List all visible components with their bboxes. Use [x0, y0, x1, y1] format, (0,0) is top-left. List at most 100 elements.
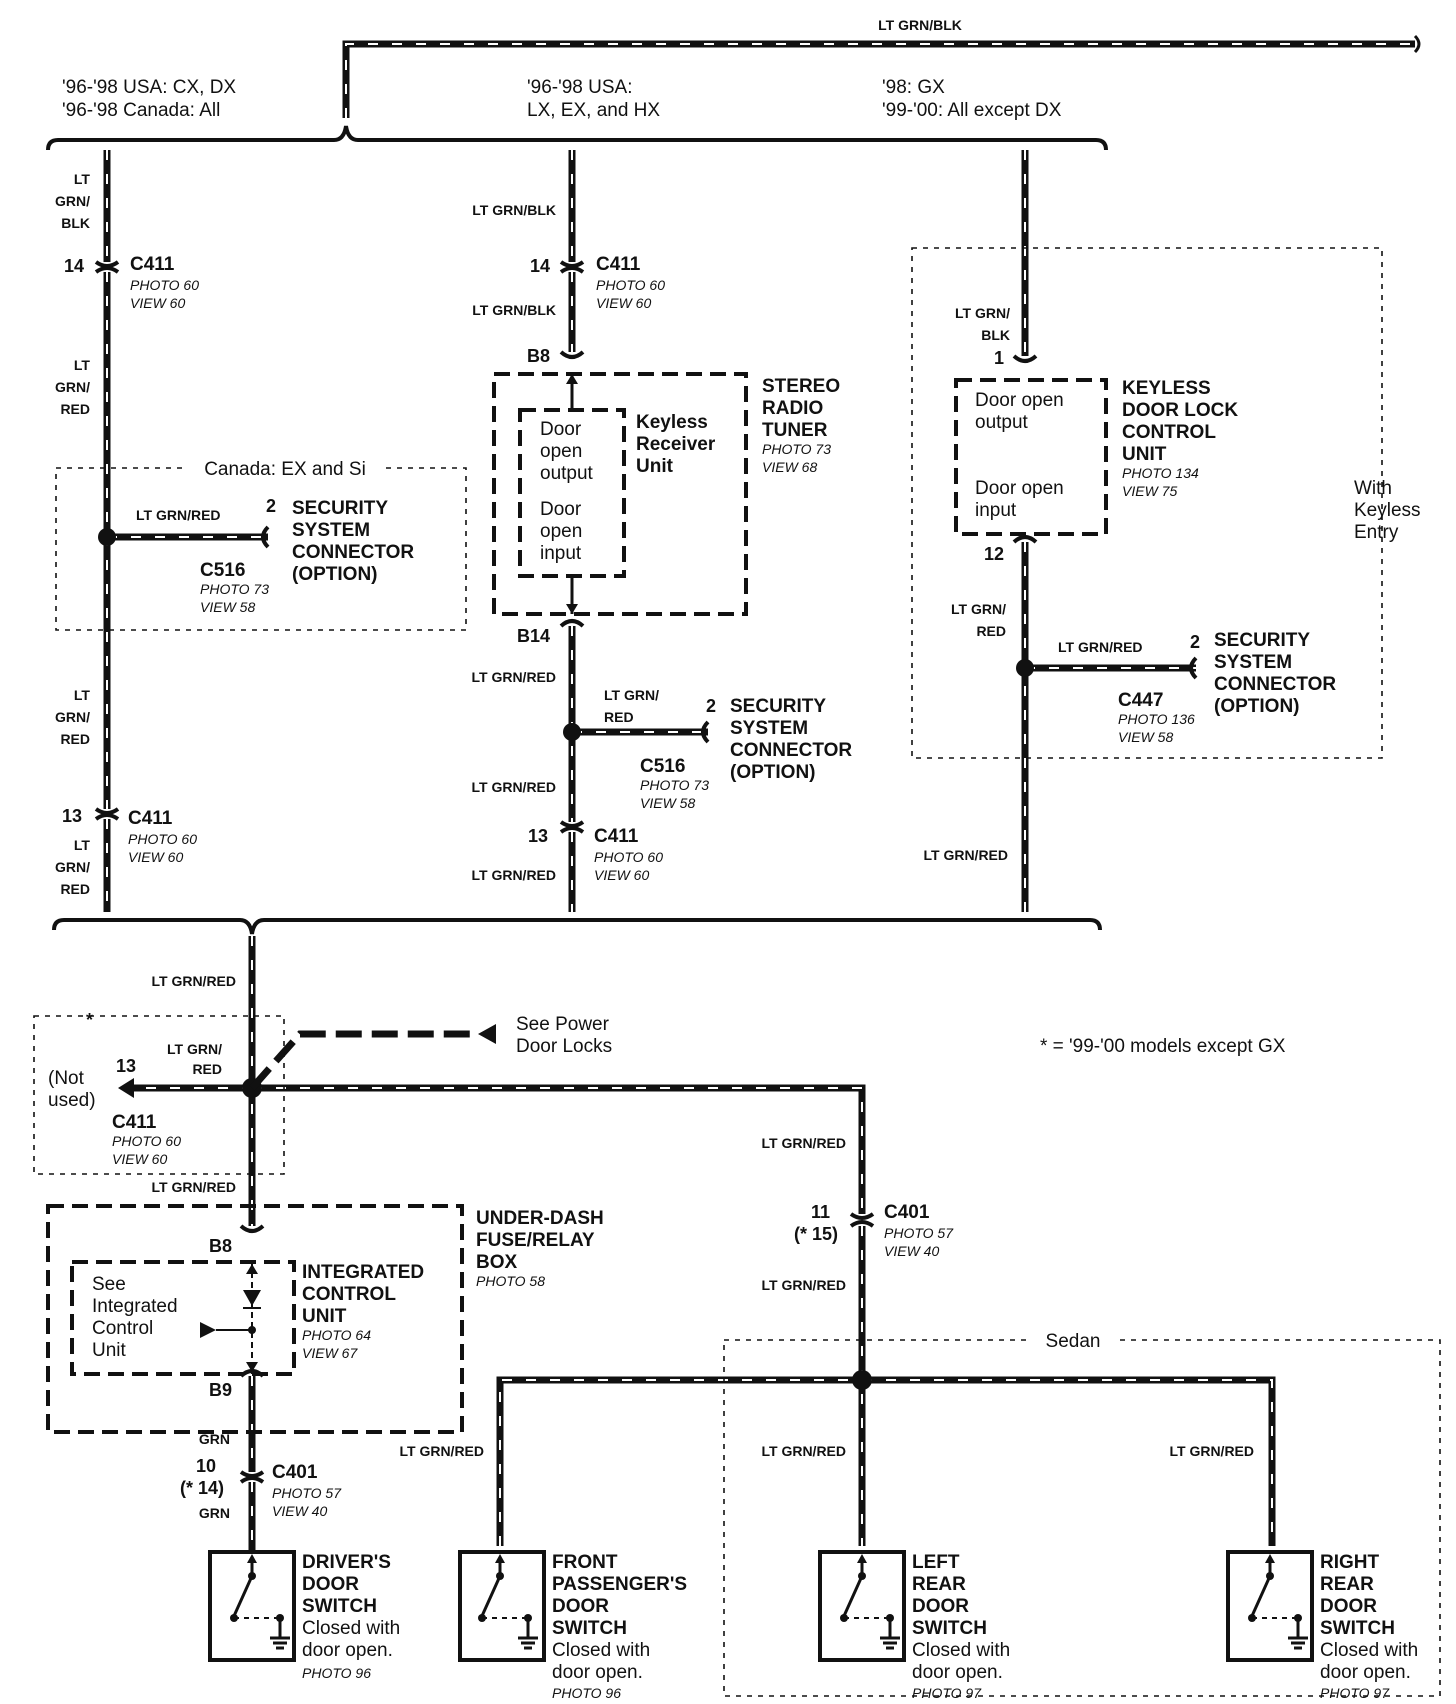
photo-ref: PHOTO 60	[112, 1133, 181, 1149]
underdash-label: FUSE/RELAY	[476, 1230, 595, 1251]
wire-label: LT GRN/RED	[761, 1443, 846, 1459]
wire-label: LT GRN/RED	[471, 669, 556, 685]
closed-with-label: Closed with	[302, 1618, 400, 1639]
photo-ref: PHOTO 57	[272, 1485, 342, 1501]
keyless-receiver-label: Keyless	[636, 412, 708, 433]
photo-ref: PHOTO 60	[130, 277, 199, 293]
view-ref: VIEW 58	[640, 795, 695, 811]
wire-label: GRN/	[55, 709, 90, 725]
wire-label: RED	[60, 731, 90, 747]
c516-mid-label: C516	[640, 756, 685, 777]
c516-mid-symbol	[701, 720, 710, 744]
door-open-input-label: input	[540, 543, 582, 564]
wire-label: RED	[60, 881, 90, 897]
c401-driver-label: C401	[272, 1462, 318, 1483]
pin-13-left: 13	[62, 806, 82, 826]
c411-not-used-box	[33, 1015, 285, 1175]
pin-14-mid: 14	[530, 256, 550, 276]
see-icu-label: Integrated	[92, 1296, 178, 1317]
c516-left-symbol	[261, 525, 270, 549]
left-rear-switch-label: LEFT	[912, 1552, 960, 1573]
keyless-receiver-label: Unit	[636, 456, 674, 477]
c411-left-bottom-label: C411	[128, 808, 173, 829]
not-used-label: (Not	[48, 1068, 85, 1089]
ctrl-output-label: output	[975, 412, 1029, 433]
pin-2-left: 2	[266, 496, 276, 516]
front-passenger-switch-label: FRONT	[552, 1552, 618, 1573]
wire-label: LT	[74, 687, 91, 703]
wire-label: LT GRN/RED	[471, 779, 556, 795]
front-passenger-switch-label: SWITCH	[552, 1618, 627, 1639]
photo-ref: PHOTO 57	[884, 1225, 954, 1241]
see-icu-label: Control	[92, 1318, 153, 1339]
wire-label: RED	[976, 623, 1006, 639]
photo-ref: PHOTO 73	[200, 581, 269, 597]
security-connector-label: (OPTION)	[1214, 696, 1300, 717]
view-ref: VIEW 40	[272, 1503, 327, 1519]
photo-ref: PHOTO 136	[1118, 711, 1195, 727]
under-dash-fuse-relay-box	[46, 1204, 464, 1434]
closed-with-label: door open.	[552, 1662, 643, 1683]
front-passenger-switch-label: DOOR	[552, 1596, 609, 1617]
c411-mid-top-symbol	[559, 260, 585, 274]
wire-label: RED	[192, 1061, 222, 1077]
photo-ref: PHOTO 134	[1122, 465, 1199, 481]
door-open-output-label: open	[540, 441, 582, 462]
sedan-box	[723, 1339, 1441, 1697]
driver-switch-label: DRIVER'S	[302, 1552, 391, 1573]
closed-with-label: door open.	[1320, 1662, 1411, 1683]
underdash-label: BOX	[476, 1252, 518, 1273]
wire-label: LT GRN/RED	[151, 973, 236, 989]
closed-with-label: door open.	[302, 1640, 393, 1661]
wire-label: LT GRN/RED	[136, 507, 221, 523]
stereo-tuner-label: TUNER	[762, 420, 828, 441]
view-ref: VIEW 40	[884, 1243, 939, 1259]
wire-label: RED	[60, 401, 90, 417]
pin-10: 10	[196, 1456, 216, 1476]
ctrl-input-label: Door open	[975, 478, 1064, 499]
right-rear-switch-label: RIGHT	[1320, 1552, 1380, 1573]
icu-internal	[200, 1262, 261, 1374]
see-power-door-locks-wire	[249, 1024, 496, 1091]
wire-label: LT	[74, 171, 91, 187]
left-rear-door-switch	[818, 1550, 906, 1662]
wire-label: LT GRN/RED	[471, 867, 556, 883]
see-power-door-locks-label: See Power	[516, 1014, 610, 1035]
b8-mid-symbol	[559, 350, 585, 359]
pin-b8-mid: B8	[527, 346, 550, 366]
photo-ref: PHOTO 97	[1320, 1685, 1390, 1701]
pin-11-alt: (* 15)	[794, 1224, 838, 1244]
pin-b8-icu: B8	[209, 1236, 232, 1256]
door-open-input-label: open	[540, 521, 582, 542]
c411-not-used-label: C411	[112, 1112, 157, 1133]
integrated-control-unit-box	[70, 1260, 296, 1376]
c411-left-bottom-symbol	[94, 807, 120, 821]
right-rear-switch-label: DOOR	[1320, 1596, 1377, 1617]
photo-ref: PHOTO 73	[762, 441, 831, 457]
icu-label: CONTROL	[302, 1284, 396, 1305]
security-connector-label: (OPTION)	[292, 564, 378, 585]
header-left-1: '96-'98 USA: CX, DX	[62, 77, 236, 98]
icu-label: INTEGRATED	[302, 1262, 424, 1283]
c516-left-label: C516	[200, 560, 245, 581]
wire-label: LT	[74, 837, 91, 853]
photo-ref: PHOTO 96	[302, 1665, 371, 1681]
c447-symbol	[1189, 656, 1198, 680]
photo-ref: PHOTO 58	[476, 1273, 545, 1289]
center-trunk-wire	[130, 936, 1276, 1550]
pin-13-mid: 13	[528, 826, 548, 846]
view-ref: VIEW 67	[302, 1345, 358, 1361]
wire-label: BLK	[981, 327, 1010, 343]
pin-12-symbol	[1012, 535, 1038, 544]
pin-b14: B14	[517, 626, 550, 646]
security-connector-label: SECURITY	[1214, 630, 1310, 651]
top-feed-wire	[342, 34, 1421, 118]
with-keyless-label: Entry	[1354, 522, 1399, 543]
header-right-2: '99-'00: All except DX	[882, 100, 1062, 121]
photo-ref: PHOTO 60	[128, 831, 197, 847]
keyless-control-label: UNIT	[1122, 444, 1167, 465]
closed-with-label: door open.	[912, 1662, 1003, 1683]
sedan-label: Sedan	[1046, 1331, 1101, 1352]
keyless-entry-box	[911, 247, 1383, 759]
